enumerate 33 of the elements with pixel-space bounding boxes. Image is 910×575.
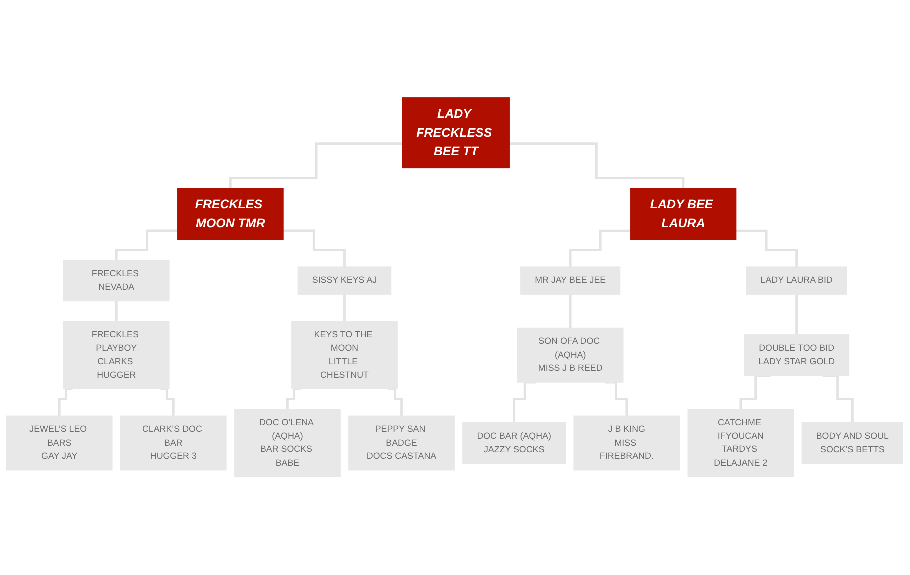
- node-box: DOUBLE TOO BID LADY STAR GOLD: [744, 334, 850, 376]
- node-box: FRECKLES MOON TMR: [178, 188, 284, 240]
- node-box: PEPPY SAN BADGE DOCS CASTANA: [348, 416, 455, 471]
- connector: [388, 388, 403, 418]
- connector: [822, 374, 854, 424]
- node-box: MR JAY BEE JEE: [520, 266, 621, 295]
- connector: [284, 230, 346, 268]
- node-box: FRECKLES PLAYBOY CLARKS HUGGER: [63, 321, 170, 390]
- connector: [605, 381, 628, 418]
- connector: [736, 230, 798, 268]
- node-box: DOC BAR (AQHA) JAZZY SOCKS: [462, 422, 566, 464]
- connector: [740, 374, 771, 411]
- node-box: CLARK’S DOC BAR HUGGER 3: [120, 416, 227, 471]
- node-box: BODY AND SOUL SOCK’S BETTS: [802, 422, 904, 464]
- connector: [230, 142, 402, 190]
- connector: [160, 388, 175, 418]
- node-box: LADY LAURA BID: [746, 266, 848, 295]
- node-box: KEYS TO THE MOON LITTLE CHESTNUT: [292, 321, 398, 390]
- node-box: CATCHME IFYOUCAN TARDYS DELAJANE 2: [688, 409, 794, 478]
- node-box: SON OFA DOC (AQHA) MISS J B REED: [517, 328, 624, 383]
- connector: [115, 230, 178, 262]
- connector: [569, 230, 631, 268]
- node-box: SISSY KEYS AJ: [298, 266, 392, 295]
- node-box: LADY FRECKLESS BEE TT: [402, 98, 510, 169]
- node-box: JEWEL’S LEO BARS GAY JAY: [6, 416, 113, 471]
- node-box: FRECKLES NEVADA: [63, 260, 170, 302]
- connector: [286, 388, 301, 411]
- connector: [58, 388, 73, 418]
- node-box: LADY BEE LAURA: [630, 188, 737, 240]
- node-box: DOC O’LENA (AQHA) BAR SOCKS BABE: [234, 409, 341, 478]
- connector: [513, 381, 536, 424]
- connector: [510, 142, 685, 190]
- node-box: J B KING MISS FIREBRAND.: [574, 416, 680, 471]
